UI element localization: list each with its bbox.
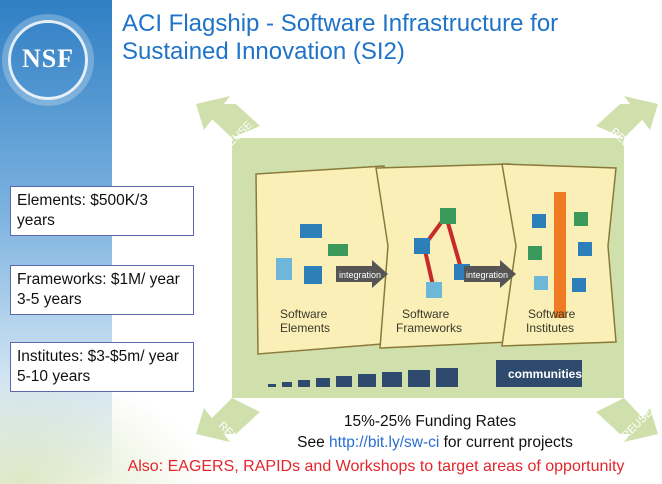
arrow-head-bottom-left	[196, 408, 230, 442]
projects-caption: See http://bit.ly/sw-ci for current proj…	[230, 434, 640, 452]
integration-label-1: integration	[339, 270, 381, 280]
block-shape-2	[328, 244, 348, 256]
node-shape-1	[414, 238, 430, 254]
institutes-funding-box: Institutes: $3-$5m/ year 5-10 years	[10, 342, 194, 392]
caption-prefix: See	[297, 434, 330, 451]
block-shape-1	[300, 224, 322, 238]
communities-bar	[496, 360, 582, 387]
caption-suffix: for current projects	[439, 434, 573, 451]
communities-label: communities	[508, 367, 582, 381]
integration-arrow-2	[464, 260, 516, 288]
funding-rate-caption: 15%-25% Funding Rates	[343, 413, 517, 430]
logo-ring	[8, 20, 88, 100]
arrow-head-top-right	[624, 96, 658, 130]
block-shape-3	[276, 258, 292, 280]
integration-label-2: integration	[466, 270, 508, 280]
projects-link[interactable]: http://bit.ly/sw-ci	[329, 434, 440, 451]
block-shape-4	[304, 266, 322, 284]
institute-pillar	[554, 192, 566, 318]
node-shape-2	[440, 208, 456, 224]
footer-note: Also: EAGERS, RAPIDs and Workshops to ta…	[127, 458, 625, 475]
decorative-flower-pattern	[0, 374, 210, 484]
node-shape-4	[426, 282, 442, 298]
arrow-head-bottom-right	[624, 408, 658, 442]
integration-arrow-1	[336, 260, 388, 288]
nsf-logo: NSF	[8, 20, 88, 100]
arrow-head-top-left	[196, 96, 230, 130]
frameworks-funding-box: Frameworks: $1M/ year 3-5 years	[10, 265, 194, 315]
logo-text: NSF	[21, 44, 75, 73]
elements-funding-box: Elements: $500K/3 years	[10, 186, 194, 236]
slide-title: ACI Flagship - Software Infrastructure f…	[122, 10, 559, 65]
